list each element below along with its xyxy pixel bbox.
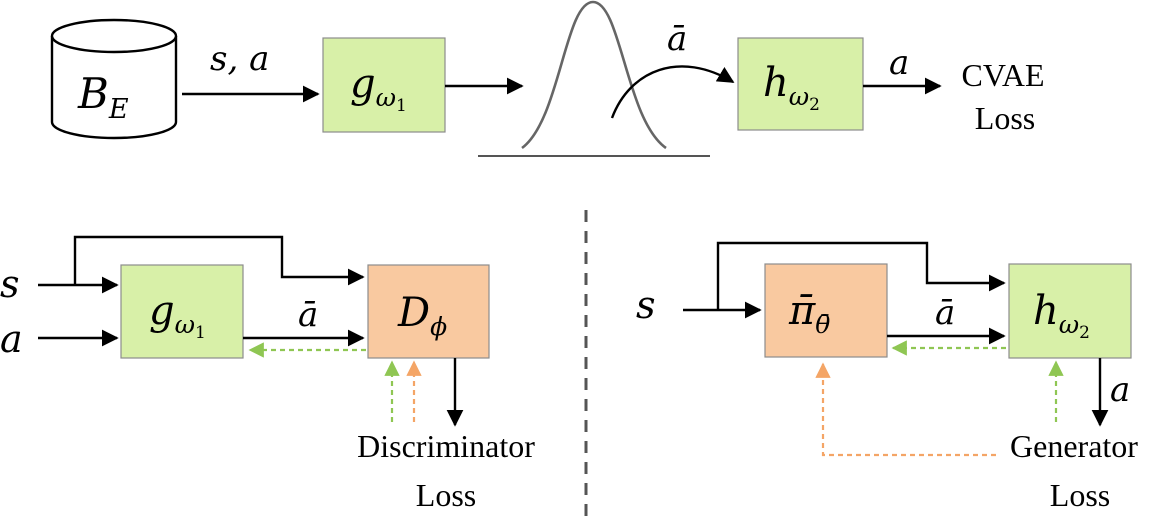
decoder-box-top [737,37,864,131]
gradient-arrow-loss-to-policy [815,362,996,457]
state-label-left: s [0,262,20,306]
output-a-label-top: a [889,43,909,83]
buffer-label: BE [77,69,129,125]
action-label-left: a [0,317,23,361]
decoder-label-top: hω2 [763,60,820,115]
state-label-right: s [636,283,656,327]
encoder-box-top [322,37,446,133]
latent-label-left: ā [298,295,318,335]
encoder-label-top: gω1 [350,61,407,116]
skip-arrow-state-to-discriminator [73,235,365,286]
gaussian-curve [521,0,667,150]
skip-arrow-state-to-decoder [716,241,1006,310]
discriminator-loss-label-line1: Discriminator [357,428,535,464]
encoder-box-left [120,264,244,359]
input-sa-label: s, a [210,39,269,79]
sampling-arrow [610,65,735,119]
policy-box [764,263,888,358]
bottom-left-discriminator-section: s a gω1 ā Dϕ Discriminator Loss [0,235,535,513]
cvae-loss-label-line1: CVAE [962,57,1045,93]
latent-label-top: ā [667,19,687,59]
generator-loss-label-line1: Generator [1010,428,1138,464]
encoder-label-left: gω1 [149,288,206,343]
decoder-label-right: hω2 [1033,288,1090,343]
generator-loss-label-line2: Loss [1050,477,1110,513]
discriminator-box [367,264,490,359]
discriminator-loss-label-line2: Loss [416,477,476,513]
buffer-cylinder: BE [50,18,178,140]
gaussian-distribution-icon [478,0,710,157]
discriminator-label: Dϕ [397,290,447,341]
bottom-right-generator-section: s π̄θ̄ ā hω2 a Generator Loss [636,241,1138,513]
top-cvae-section: BE s, a gω1 ā hω2 a CVAE Loss [50,0,1045,157]
cvae-loss-label-line2: Loss [975,100,1035,136]
decoder-box-right [1008,263,1132,359]
policy-label: π̄θ̄ [788,288,830,339]
output-a-label-right: a [1110,370,1130,410]
latent-label-right: ā [935,293,955,333]
